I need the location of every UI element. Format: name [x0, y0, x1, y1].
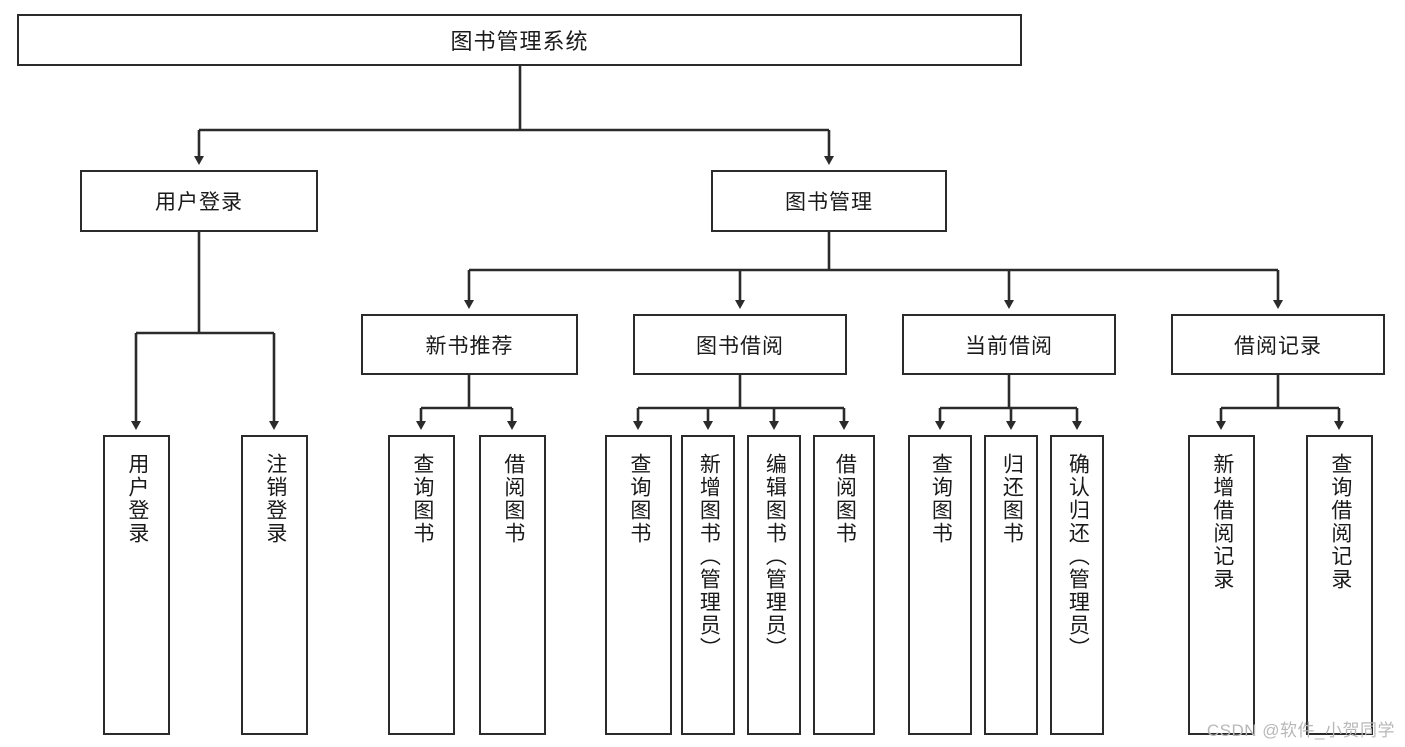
node-book-borrow[interactable]: 图书借阅 [633, 314, 847, 375]
node-leaf-query-record[interactable]: 查询借阅记录 [1306, 435, 1373, 735]
node-leaf-query-book-3-label: 查询图书 [929, 453, 953, 545]
node-root[interactable]: 图书管理系统 [17, 14, 1022, 66]
watermark: CSDN @软件_小贺同学 [1206, 721, 1395, 740]
node-book-borrow-label: 图书借阅 [696, 334, 784, 358]
node-leaf-return-book[interactable]: 归还图书 [984, 435, 1038, 735]
node-leaf-user-logout-label: 注销登录 [263, 453, 287, 545]
node-new-book-rec[interactable]: 新书推荐 [361, 314, 578, 375]
node-leaf-add-book[interactable]: 新增图书（管理员） [681, 435, 735, 735]
node-leaf-query-book-1-label: 查询图书 [410, 453, 434, 545]
node-book-manage[interactable]: 图书管理 [711, 170, 947, 232]
node-leaf-add-book-label: 新增图书（管理员） [697, 453, 721, 660]
node-leaf-add-record[interactable]: 新增借阅记录 [1188, 435, 1255, 735]
node-leaf-query-book-2[interactable]: 查询图书 [605, 435, 672, 735]
node-leaf-query-book-2-label: 查询图书 [627, 453, 651, 545]
node-leaf-query-record-label: 查询借阅记录 [1328, 453, 1352, 591]
node-leaf-query-book-1[interactable]: 查询图书 [388, 435, 455, 735]
node-leaf-edit-book-label: 编辑图书（管理员） [763, 453, 787, 660]
node-leaf-borrow-book-1[interactable]: 借阅图书 [479, 435, 546, 735]
node-borrow-record[interactable]: 借阅记录 [1171, 314, 1385, 375]
node-leaf-borrow-book-2[interactable]: 借阅图书 [813, 435, 875, 735]
node-user-login[interactable]: 用户登录 [80, 170, 318, 232]
node-root-label: 图书管理系统 [450, 29, 589, 54]
node-leaf-query-book-3[interactable]: 查询图书 [908, 435, 972, 735]
node-leaf-add-record-label: 新增借阅记录 [1210, 453, 1234, 591]
node-borrow-record-label: 借阅记录 [1234, 334, 1322, 358]
node-leaf-edit-book[interactable]: 编辑图书（管理员） [747, 435, 801, 735]
node-leaf-return-book-label: 归还图书 [1000, 453, 1024, 545]
node-leaf-borrow-book-1-label: 借阅图书 [501, 453, 525, 545]
node-leaf-confirm-return-label: 确认归还（管理员） [1066, 453, 1090, 660]
node-current-borrow-label: 当前借阅 [965, 334, 1053, 358]
node-leaf-borrow-book-2-label: 借阅图书 [833, 453, 857, 545]
node-leaf-user-login-label: 用户登录 [125, 453, 149, 545]
node-user-login-label: 用户登录 [155, 191, 243, 214]
node-leaf-confirm-return[interactable]: 确认归还（管理员） [1050, 435, 1104, 735]
node-leaf-user-logout[interactable]: 注销登录 [241, 435, 308, 735]
node-current-borrow[interactable]: 当前借阅 [902, 314, 1116, 375]
node-new-book-rec-label: 新书推荐 [425, 334, 514, 358]
node-book-manage-label: 图书管理 [785, 191, 873, 214]
node-leaf-user-login[interactable]: 用户登录 [103, 435, 170, 735]
